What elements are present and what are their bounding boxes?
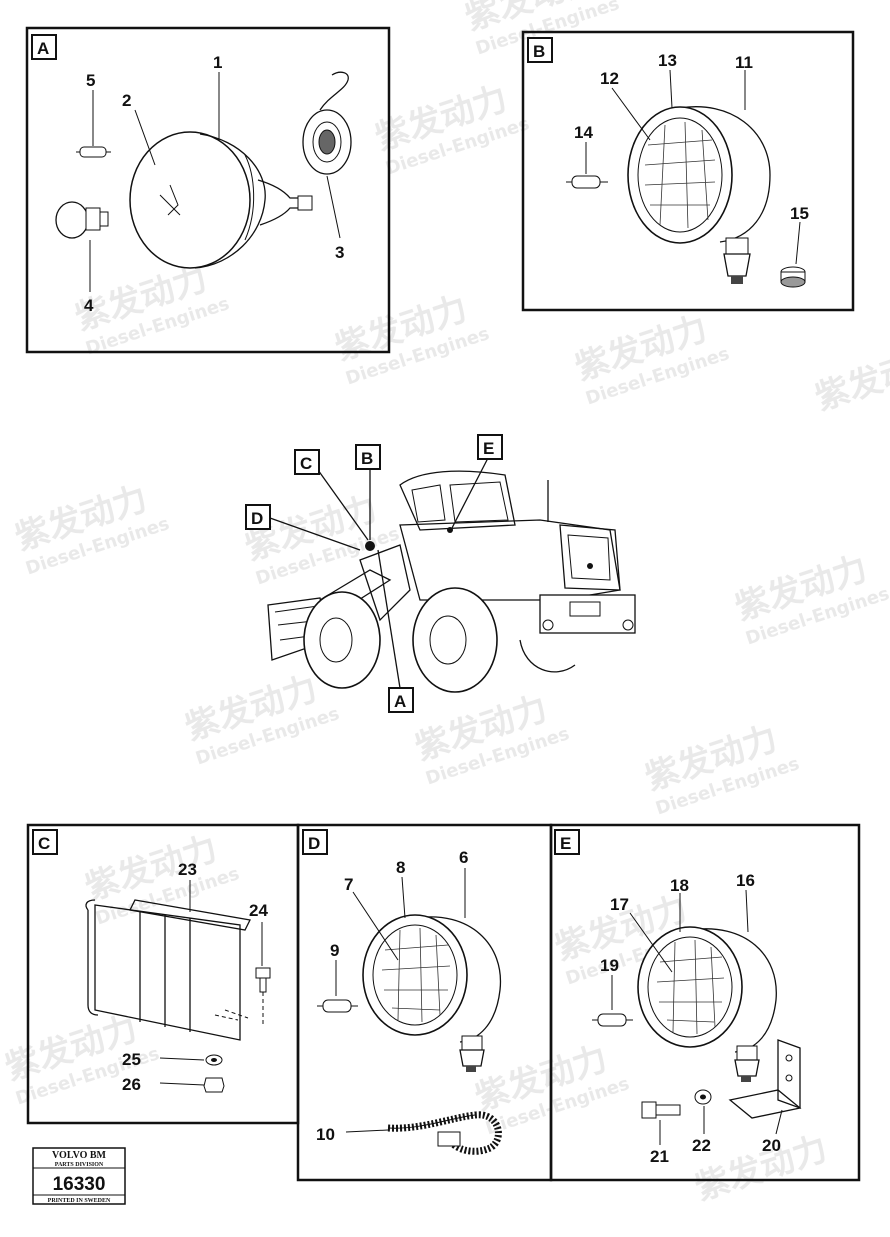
part-number-17: 17	[610, 895, 629, 914]
strap-10	[387, 1111, 502, 1155]
stamp-printed: PRINTED IN SWEDEN	[48, 1198, 111, 1204]
callout-b-box	[355, 444, 381, 470]
panel-b-frame	[521, 30, 855, 312]
part-number-14: 14	[574, 123, 593, 142]
bulb-19	[592, 1013, 633, 1027]
part-number-19: 19	[600, 956, 619, 975]
lamp-guard-23	[85, 899, 251, 1041]
lamp-holder-3	[302, 71, 352, 175]
part-number-9: 9	[330, 941, 339, 960]
part-number-16: 16	[736, 871, 755, 890]
work-lamp-11	[627, 106, 771, 284]
leader-26	[159, 1082, 205, 1086]
panel-d: D 6 7 8 9 10	[296, 823, 553, 1182]
callout-c-box	[294, 449, 320, 475]
part-number-20: 20	[762, 1136, 781, 1155]
bulb-4	[55, 201, 109, 239]
bulb-5	[76, 146, 111, 158]
panel-e-letter: E	[560, 834, 571, 853]
part-number-1: 1	[213, 53, 222, 72]
part-number-24: 24	[249, 901, 268, 920]
panel-c-letter-box	[32, 829, 58, 855]
part-number-7: 7	[344, 875, 353, 894]
stamp-division: PARTS DIVISION	[55, 1162, 104, 1168]
leader-3	[326, 175, 341, 239]
panel-a-letter: A	[37, 39, 49, 58]
stamp-number: 16330	[53, 1174, 106, 1195]
callout-c-leader	[317, 469, 369, 541]
callout-d-box	[245, 504, 271, 530]
panel-d-letter: D	[308, 834, 320, 853]
screw-24	[255, 967, 271, 1025]
bracket-20	[728, 1039, 802, 1119]
callout-e: E	[483, 439, 494, 458]
headlamp-1	[129, 131, 313, 269]
leader-17	[629, 912, 673, 973]
callout-a: A	[394, 692, 406, 711]
watermark-cn: 紫发动力	[810, 338, 890, 418]
part-number-18: 18	[670, 876, 689, 895]
leader-16	[745, 889, 749, 933]
machine-callouts: C B D E A	[245, 434, 503, 713]
leader-8	[401, 876, 406, 919]
leader-13	[669, 69, 673, 109]
part-number-21: 21	[650, 1147, 669, 1166]
part-number-10: 10	[316, 1125, 335, 1144]
leader-25	[159, 1057, 205, 1061]
leader-20	[775, 1109, 783, 1135]
panel-c-letter: C	[38, 834, 50, 853]
callout-a-box	[388, 687, 414, 713]
part-number-22: 22	[692, 1136, 711, 1155]
part-number-2: 2	[122, 91, 131, 110]
bolt-21	[641, 1101, 681, 1119]
part-number-15: 15	[790, 204, 809, 223]
panel-b-letter-box	[527, 37, 553, 63]
callout-a-leader	[377, 549, 401, 689]
panel-a-letter-box	[31, 34, 57, 60]
part-number-13: 13	[658, 51, 677, 70]
stamp-brand: VOLVO BM	[52, 1150, 107, 1161]
callout-c: C	[300, 454, 312, 473]
part-number-23: 23	[178, 860, 197, 879]
part-number-3: 3	[335, 243, 344, 262]
leader-12	[611, 87, 651, 141]
part-number-12: 12	[600, 69, 619, 88]
part-number-25: 25	[122, 1050, 141, 1069]
callout-e-leader	[451, 457, 489, 529]
callout-b: B	[361, 449, 373, 468]
part-number-5: 5	[86, 71, 95, 90]
panel-e: E	[549, 823, 861, 1182]
panel-b-letter: B	[533, 42, 545, 61]
part-number-26: 26	[122, 1075, 141, 1094]
part-number-4: 4	[84, 296, 94, 315]
wheel-loader-illustration	[267, 470, 636, 693]
leader-2	[134, 109, 156, 166]
panel-e-letter-box	[554, 829, 580, 855]
panel-b: B 11 12 13 14 15	[521, 30, 855, 312]
nut-26	[203, 1077, 225, 1093]
panel-a: A	[25, 26, 391, 354]
leader-10	[345, 1129, 389, 1133]
callout-d: D	[251, 509, 263, 528]
leader-15	[795, 221, 801, 265]
panel-a-frame	[25, 26, 391, 354]
panel-c: C 23 24 25 26	[26, 823, 300, 1125]
leader-7	[352, 891, 399, 961]
panel-e-frame	[549, 823, 861, 1182]
work-lamp-6	[362, 914, 502, 1072]
part-number-6: 6	[459, 848, 468, 867]
washer-25	[205, 1054, 223, 1066]
part-number-8: 8	[396, 858, 405, 877]
part-number-11: 11	[735, 53, 753, 72]
panel-d-letter-box	[302, 829, 328, 855]
callout-d-leader	[269, 517, 361, 551]
bulb-9	[317, 999, 358, 1013]
parts-stamp: VOLVO BM PARTS DIVISION 16330 PRINTED IN…	[32, 1147, 126, 1205]
washer-22	[694, 1089, 712, 1105]
grommet-15	[780, 266, 806, 288]
work-lamp-16	[637, 926, 777, 1082]
callout-e-box	[477, 434, 503, 460]
bulb-14	[566, 175, 608, 189]
